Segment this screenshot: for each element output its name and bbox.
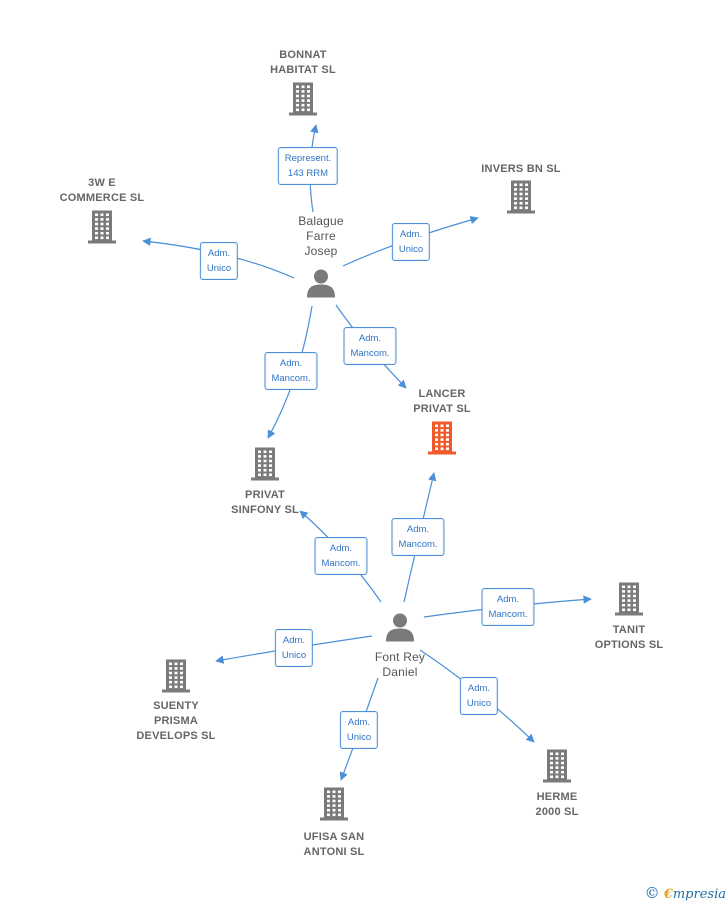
building-icon-glyph [543, 749, 571, 783]
relation-label[interactable]: Adm. Unico [339, 711, 379, 749]
node-label[interactable]: HERME 2000 SL [536, 790, 579, 820]
relation-label-line: Represent. [284, 153, 332, 164]
node-label-line: HABITAT SL [270, 64, 336, 76]
node-label-line: INVERS BN SL [481, 163, 561, 175]
node-label-line: UFISA SAN [303, 831, 365, 843]
relation-label-line: Adm. [282, 635, 306, 646]
building-icon[interactable] [425, 420, 459, 461]
node-label-line: Balague [298, 214, 344, 228]
relation-label-line: Adm. [347, 717, 371, 728]
relation-label-line: Unico [346, 732, 372, 743]
building-icon[interactable] [504, 179, 538, 220]
brand-initial: € [663, 887, 673, 902]
node-label-line: SINFONY SL [231, 504, 299, 516]
relation-label-line: Mancom. [321, 558, 361, 569]
relation-label-line: Adm. [207, 248, 231, 259]
building-icon[interactable] [248, 446, 282, 487]
relation-label-line: Unico [466, 698, 492, 709]
building-icon-glyph [428, 421, 456, 455]
node-label-line: PRISMA [154, 715, 198, 727]
node-label-line: BONNAT [279, 49, 327, 61]
relation-label[interactable]: Represent. 143 RRM [277, 147, 339, 185]
building-icon[interactable] [612, 581, 646, 622]
node-label-line: 3W E [88, 177, 116, 189]
node-label[interactable]: UFISA SAN ANTONI SL [304, 830, 365, 860]
brand-name: mpresia [672, 887, 726, 902]
building-icon-glyph [162, 659, 190, 693]
relation-label-line: Unico [398, 244, 424, 255]
node-label-line: 2000 SL [535, 806, 579, 818]
relation-label-line: Adm. [496, 594, 520, 605]
node-label-line: DEVELOPS SL [136, 730, 216, 742]
copyright-icon: © [644, 884, 660, 902]
node-label-line: PRIVAT SL [413, 403, 471, 415]
node-label-line: ANTONI SL [303, 846, 365, 858]
relation-label[interactable]: Adm. Mancom. [264, 352, 318, 390]
node-label-line: HERME [536, 791, 578, 803]
node-label-line: PRIVAT [245, 489, 285, 501]
node-label-line: Josep [304, 244, 338, 258]
building-icon[interactable] [286, 81, 320, 122]
brand-footer: © €mpresia [645, 884, 726, 902]
relation-label[interactable]: Adm. Mancom. [314, 537, 368, 575]
building-icon-glyph [615, 582, 643, 616]
relation-label-line: Mancom. [350, 348, 390, 359]
relation-label-line: Adm. [399, 229, 423, 240]
relation-label-line: Unico [206, 263, 232, 274]
node-label[interactable]: SUENTY PRISMA DEVELOPS SL [136, 699, 215, 744]
person-icon[interactable] [305, 269, 337, 304]
relation-label-line: Unico [281, 650, 307, 661]
building-icon[interactable] [317, 786, 351, 827]
node-label-line: TANIT [612, 624, 646, 636]
node-label[interactable]: TANIT OPTIONS SL [595, 623, 664, 653]
relation-label-line: Adm. [279, 358, 303, 369]
relation-label[interactable]: Adm. Unico [459, 677, 499, 715]
node-label[interactable]: PRIVAT SINFONY SL [231, 488, 299, 518]
node-label[interactable]: LANCER PRIVAT SL [413, 387, 471, 417]
relation-label[interactable]: Adm. Mancom. [481, 588, 535, 626]
building-icon[interactable] [159, 658, 193, 699]
node-label[interactable]: INVERS BN SL [481, 162, 560, 177]
relation-label-line: Adm. [358, 333, 382, 344]
building-icon[interactable] [540, 748, 574, 789]
relation-label-line: 143 RRM [287, 168, 329, 179]
node-label[interactable]: BONNAT HABITAT SL [270, 48, 336, 78]
relation-label[interactable]: Adm. Mancom. [391, 518, 445, 556]
node-label-line: Daniel [382, 665, 418, 679]
node-label-line: Farre [306, 229, 336, 243]
relation-label[interactable]: Adm. Mancom. [343, 327, 397, 365]
building-icon-glyph [88, 210, 116, 244]
node-label-line: Font Rey [374, 650, 426, 664]
relation-label-line: Adm. [329, 543, 353, 554]
building-icon-glyph [251, 447, 279, 481]
relation-label-line: Mancom. [271, 373, 311, 384]
node-label[interactable]: 3W E COMMERCE SL [60, 176, 145, 206]
node-label-line: COMMERCE SL [59, 192, 145, 204]
building-icon-glyph [507, 180, 535, 214]
relation-label[interactable]: Adm. Unico [199, 242, 239, 280]
relation-label-line: Adm. [406, 524, 430, 535]
relation-label-line: Mancom. [398, 539, 438, 550]
relation-label[interactable]: Adm. Unico [274, 629, 314, 667]
building-icon-glyph [320, 787, 348, 821]
person-icon-glyph [307, 269, 335, 298]
relation-label-line: Adm. [467, 683, 491, 694]
relation-label[interactable]: Adm. Unico [391, 223, 431, 261]
building-icon[interactable] [85, 209, 119, 250]
node-label-line: LANCER [418, 388, 466, 400]
node-label-line: OPTIONS SL [594, 639, 664, 651]
relation-label-line: Mancom. [488, 609, 528, 620]
node-label-line: SUENTY [153, 700, 199, 712]
person-icon[interactable] [384, 613, 416, 648]
person-icon-glyph [386, 613, 414, 642]
building-icon-glyph [289, 82, 317, 116]
